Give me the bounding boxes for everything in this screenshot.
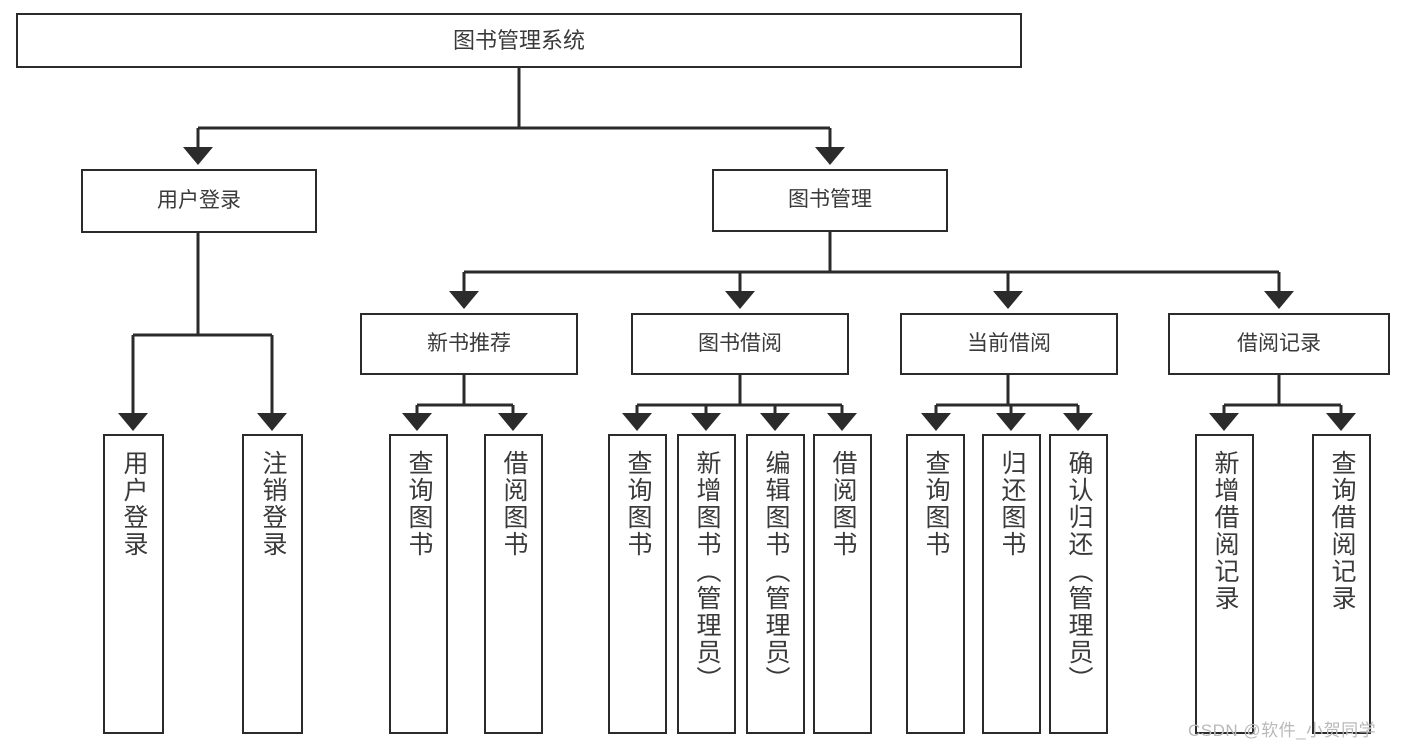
- node-current-borrow-label: 当前借阅: [967, 331, 1051, 355]
- node-new-book-recommend[interactable]: 新书推荐: [360, 313, 578, 375]
- node-leaf-user-login[interactable]: 用户登录: [103, 434, 164, 734]
- node-leaf-query-record[interactable]: 查询借阅记录: [1312, 434, 1371, 734]
- node-book-management[interactable]: 图书管理: [712, 169, 948, 232]
- node-book-borrow-label: 图书借阅: [698, 331, 782, 355]
- node-leaf-edit-book[interactable]: 编辑图书（管理员）: [746, 434, 805, 734]
- node-leaf-query-book-1-label: 查询图书: [405, 450, 433, 558]
- node-root[interactable]: 图书管理系统: [16, 13, 1022, 68]
- node-leaf-query-book-3[interactable]: 查询图书: [906, 434, 965, 734]
- node-leaf-add-record[interactable]: 新增借阅记录: [1195, 434, 1254, 734]
- node-book-borrow[interactable]: 图书借阅: [631, 313, 849, 375]
- node-leaf-confirm-return-label: 确认归还（管理员）: [1065, 450, 1093, 693]
- node-leaf-query-record-label: 查询借阅记录: [1328, 450, 1356, 612]
- node-leaf-return-book-label: 归还图书: [998, 450, 1026, 558]
- node-user-login-label: 用户登录: [157, 188, 241, 212]
- node-leaf-query-book-2[interactable]: 查询图书: [608, 434, 667, 734]
- node-borrow-record-label: 借阅记录: [1237, 331, 1321, 355]
- node-root-label: 图书管理系统: [452, 27, 585, 53]
- node-leaf-logout-login[interactable]: 注销登录: [242, 434, 303, 734]
- node-leaf-return-book[interactable]: 归还图书: [982, 434, 1041, 734]
- node-leaf-borrow-book-2[interactable]: 借阅图书: [813, 434, 872, 734]
- node-leaf-confirm-return[interactable]: 确认归还（管理员）: [1049, 434, 1108, 734]
- node-leaf-logout-login-label: 注销登录: [259, 450, 287, 558]
- node-current-borrow[interactable]: 当前借阅: [900, 313, 1118, 375]
- node-leaf-add-record-label: 新增借阅记录: [1211, 450, 1239, 612]
- watermark-text: CSDN @软件_小贺同学: [1188, 721, 1377, 740]
- node-leaf-borrow-book-1-label: 借阅图书: [500, 450, 528, 558]
- node-leaf-borrow-book-2-label: 借阅图书: [829, 450, 857, 558]
- node-leaf-add-book-label: 新增图书（管理员）: [693, 450, 721, 693]
- node-leaf-add-book[interactable]: 新增图书（管理员）: [677, 434, 736, 734]
- node-borrow-record[interactable]: 借阅记录: [1168, 313, 1390, 375]
- node-leaf-user-login-label: 用户登录: [120, 450, 148, 558]
- node-user-login[interactable]: 用户登录: [81, 169, 317, 233]
- node-new-book-recommend-label: 新书推荐: [427, 331, 511, 355]
- node-leaf-edit-book-label: 编辑图书（管理员）: [762, 450, 790, 693]
- node-leaf-borrow-book-1[interactable]: 借阅图书: [484, 434, 543, 734]
- node-leaf-query-book-3-label: 查询图书: [922, 450, 950, 558]
- node-leaf-query-book-2-label: 查询图书: [624, 450, 652, 558]
- node-book-management-label: 图书管理: [788, 188, 872, 212]
- node-leaf-query-book-1[interactable]: 查询图书: [389, 434, 448, 734]
